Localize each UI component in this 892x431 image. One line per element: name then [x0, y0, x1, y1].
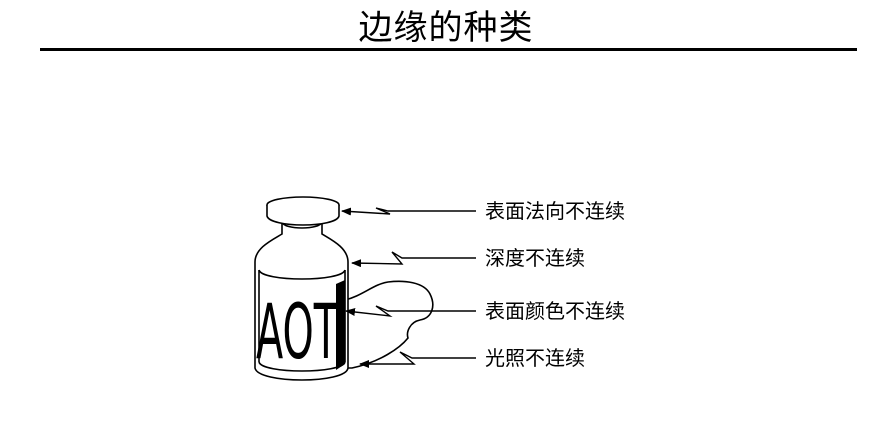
bottle-shading: [336, 280, 345, 370]
label-depth-discontinuity: 深度不连续: [485, 246, 585, 270]
page-title: 边缘的种类: [358, 8, 534, 48]
cast-shadow: [344, 280, 434, 369]
title-underline: [40, 48, 857, 51]
leader-surface-color: [345, 305, 476, 318]
leader-surface-normal: [341, 207, 476, 216]
label-surface-color-discontinuity: 表面颜色不连续: [485, 299, 625, 323]
leader-illumination: [359, 351, 476, 368]
leader-depth: [351, 251, 476, 268]
label-surface-normal-discontinuity: 表面法向不连续: [485, 199, 625, 223]
label-illumination-discontinuity: 光照不连续: [485, 346, 585, 370]
bottle-letters: AOT: [256, 287, 338, 376]
